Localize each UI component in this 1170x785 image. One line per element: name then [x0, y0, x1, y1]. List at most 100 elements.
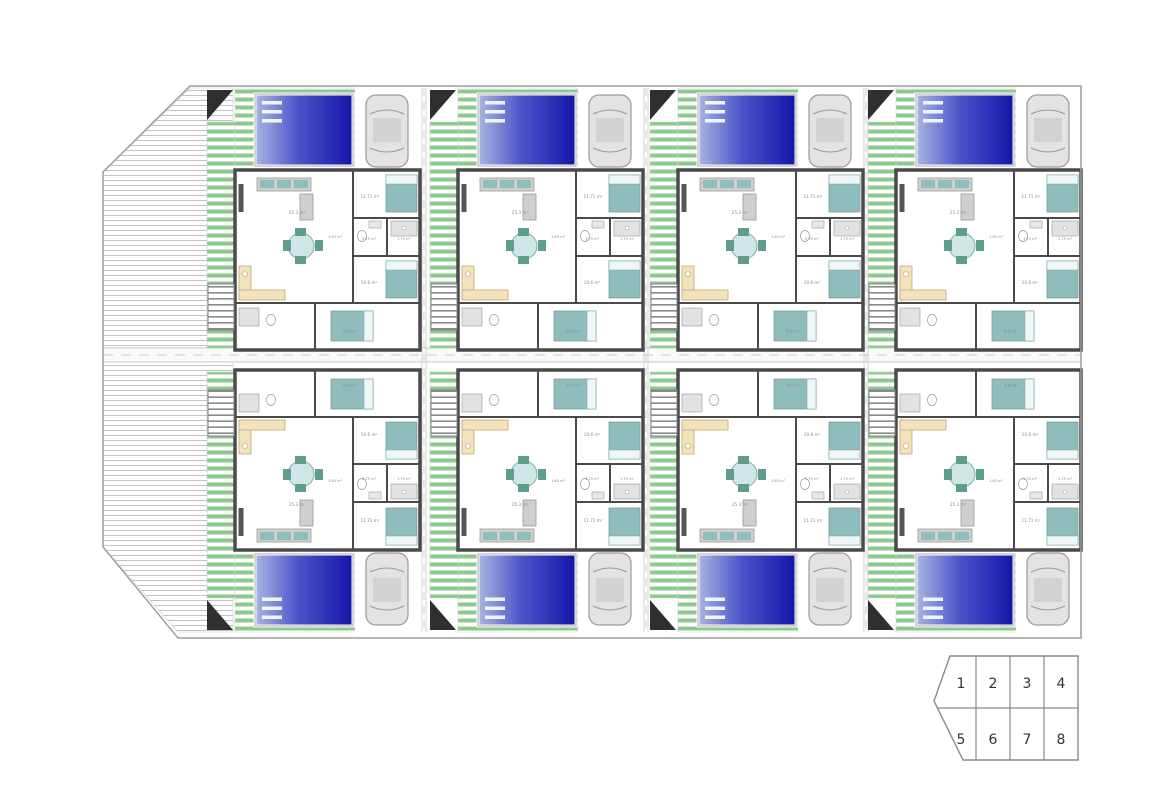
bathrooms [1018, 478, 1079, 500]
car-icon [1026, 94, 1070, 168]
house [233, 368, 422, 552]
bedroom-top [608, 507, 641, 546]
room-area-label: 3.75 m² [1023, 237, 1038, 241]
car-icon [808, 94, 852, 168]
living-room [238, 177, 323, 264]
room-area-label: 9.9 m² [343, 329, 357, 334]
toilet-icon [489, 314, 499, 326]
bathrooms [800, 478, 861, 500]
room-area-label: 1.63 m² [989, 235, 1004, 239]
bedroom-bottom [330, 378, 374, 410]
toilet-icon [709, 394, 719, 406]
stairs [430, 389, 458, 437]
bedroom-mid [385, 260, 418, 299]
bathroom-bottom [461, 393, 499, 413]
pool [253, 92, 355, 168]
living-room [899, 456, 984, 543]
room-area-label: 11.71 m² [803, 518, 822, 523]
living-room [238, 456, 323, 543]
plot-boundary [102, 85, 1082, 639]
room-area-label: 25.3 m² [289, 502, 306, 507]
dining-table [948, 232, 976, 260]
pool [696, 552, 798, 628]
room-area-label: 1.75 m² [1058, 477, 1073, 481]
bedroom-top [385, 174, 418, 213]
room-area-label: 3.75 m² [805, 237, 820, 241]
toilet-icon [580, 230, 590, 242]
pool [696, 92, 798, 168]
bathroom-bottom [238, 393, 276, 413]
toilet-icon [800, 478, 810, 490]
dining-table [287, 460, 315, 488]
keyplan-number-6: 6 [989, 732, 998, 748]
stairs [430, 283, 458, 331]
room-area-label: 1.75 m² [840, 237, 855, 241]
room-area-label: 9.9 m² [566, 383, 580, 388]
keyplan-number-8: 8 [1057, 732, 1066, 748]
toilet-icon [266, 314, 276, 326]
room-area-label: 25.3 m² [732, 502, 749, 507]
room-area-label: 10.6 m² [804, 280, 821, 285]
room-area-label: 1.63 m² [989, 479, 1004, 483]
living-room [681, 456, 766, 543]
bedroom-top [608, 174, 641, 213]
bedroom-mid [1046, 421, 1079, 460]
kitchen [238, 419, 286, 455]
toilet-icon [800, 230, 810, 242]
bedroom-mid [608, 421, 641, 460]
shower-drain-icon [1062, 225, 1068, 231]
room-area-label: 10.6 m² [361, 432, 378, 437]
toilet-icon [489, 394, 499, 406]
living-room [461, 456, 546, 543]
room-area-label: 1.63 m² [771, 479, 786, 483]
toilet-icon [1018, 478, 1028, 490]
room-area-label: 1.75 m² [1058, 237, 1073, 241]
kitchen [461, 265, 509, 301]
room-area-label: 9.9 m² [1004, 383, 1018, 388]
kitchen [899, 265, 947, 301]
room-area-label: 1.63 m² [551, 479, 566, 483]
car-icon [365, 552, 409, 626]
bathrooms [1018, 220, 1079, 242]
gate-icon [207, 600, 233, 630]
room-area-label: 25.3 m² [289, 210, 306, 215]
gate-icon [650, 600, 676, 630]
bedroom-top [1046, 507, 1079, 546]
house [894, 368, 1083, 552]
room-area-label: 11.71 m² [1021, 518, 1040, 523]
house [894, 168, 1083, 352]
gate-icon [430, 600, 456, 630]
room-area-label: 10.6 m² [584, 432, 601, 437]
bathroom-bottom [899, 393, 937, 413]
bedroom-bottom [991, 310, 1035, 342]
pool [476, 552, 578, 628]
bedroom-bottom [773, 378, 817, 410]
room-area-label: 1.75 m² [620, 477, 635, 481]
bedroom-mid [608, 260, 641, 299]
car-icon [588, 94, 632, 168]
stairs [868, 389, 896, 437]
bathroom-bottom [238, 307, 276, 327]
room-area-label: 3.75 m² [805, 477, 820, 481]
gate-icon [207, 90, 233, 120]
toilet-icon [927, 394, 937, 406]
room-area-label: 25.3 m² [950, 502, 967, 507]
room-area-label: 25.3 m² [732, 210, 749, 215]
bathrooms [580, 478, 641, 500]
house [676, 168, 865, 352]
shower-drain-icon [844, 489, 850, 495]
room-area-label: 10.6 m² [1022, 280, 1039, 285]
living-room [899, 177, 984, 264]
room-area-label: 3.75 m² [362, 477, 377, 481]
room-area-label: 10.6 m² [1022, 432, 1039, 437]
pool [253, 552, 355, 628]
bedroom-top [828, 174, 861, 213]
keyplan-number-4: 4 [1057, 676, 1066, 692]
room-area-label: 1.75 m² [620, 237, 635, 241]
bathrooms [800, 220, 861, 242]
